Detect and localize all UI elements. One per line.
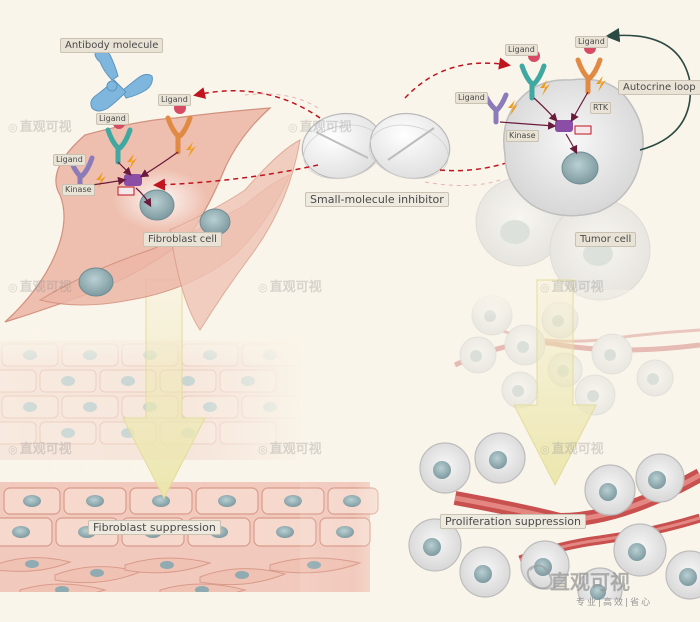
label-right-rtk: RTK bbox=[590, 102, 612, 114]
label-right-ligand-3: Ligand bbox=[455, 92, 488, 104]
watermark: ◎直观可视 bbox=[8, 280, 72, 295]
drug-action-arrows bbox=[153, 57, 559, 191]
label-left-kinase: Kinase bbox=[62, 184, 95, 196]
left-outcome-arrow bbox=[122, 279, 206, 500]
label-feedback: Autocrine loop bbox=[618, 80, 700, 95]
right-outcome-arrow bbox=[513, 279, 597, 487]
watermark: ◎直观可视 bbox=[258, 442, 322, 457]
watermark: ◎直观可视 bbox=[540, 280, 604, 295]
label-left-ligand-1: Ligand bbox=[53, 154, 86, 166]
antibody-molecule bbox=[90, 48, 153, 112]
watermark-logo: 直观可视 专业|高效|省心 bbox=[550, 570, 653, 608]
fibroblast-tissue-bottom bbox=[0, 470, 390, 622]
label-right-ligand-1: Ligand bbox=[505, 44, 538, 56]
watermark-ribbon-icon bbox=[526, 564, 553, 590]
watermark: ◎直观可视 bbox=[8, 120, 72, 135]
watermark: ◎直观可视 bbox=[258, 280, 322, 295]
watermark: ◎直观可视 bbox=[8, 442, 72, 457]
label-right-cell: Tumor cell bbox=[575, 232, 637, 247]
drug-faint-arrows bbox=[244, 93, 501, 187]
label-right-ligand-2: Ligand bbox=[575, 36, 608, 48]
label-antibody: Antibody molecule bbox=[60, 38, 164, 53]
label-right-kinase: Kinase bbox=[506, 130, 539, 142]
tumor-mass-bottom bbox=[408, 432, 700, 622]
drug-tablets bbox=[301, 113, 451, 180]
watermark: ◎直观可视 bbox=[540, 442, 604, 457]
label-left-outcome: Fibroblast suppression bbox=[88, 520, 221, 535]
label-left-ligand-3: Ligand bbox=[158, 94, 191, 106]
label-right-outcome: Proliferation suppression bbox=[440, 514, 586, 529]
label-left-ligand-2: Ligand bbox=[96, 113, 129, 125]
watermark: ◎直观可视 bbox=[288, 120, 352, 135]
label-left-cell: Fibroblast cell bbox=[143, 232, 222, 247]
label-drug: Small-molecule inhibitor bbox=[305, 192, 449, 207]
